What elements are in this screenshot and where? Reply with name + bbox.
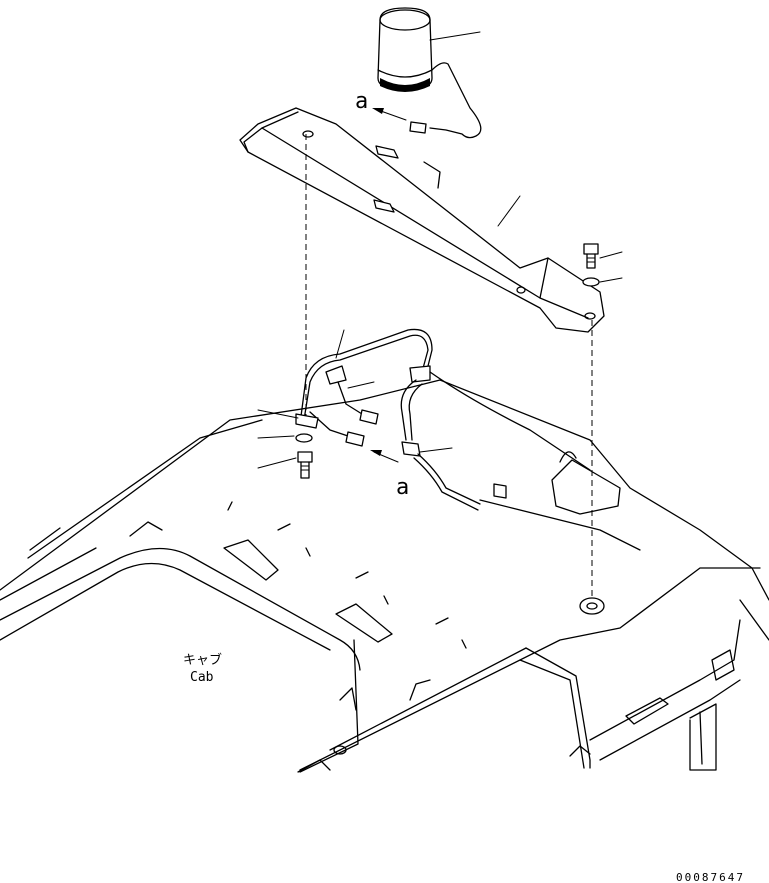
drawing-number: 00087647 (676, 871, 745, 883)
mounting-bracket (239, 107, 605, 333)
ref-label-bottom: a (396, 475, 409, 500)
wiring-harness (257, 328, 507, 511)
cab-label-en: Cab (190, 670, 214, 685)
ref-label-top: a (355, 89, 368, 114)
reference-arrow-bottom (370, 450, 399, 463)
bolt-washer-left (257, 433, 313, 479)
bolt-washer-right (582, 243, 623, 287)
cab-label-jp: キャブ (183, 652, 222, 668)
reference-arrow-top (372, 108, 407, 121)
cab-roof (0, 371, 769, 773)
beacon-lamp (377, 7, 482, 139)
